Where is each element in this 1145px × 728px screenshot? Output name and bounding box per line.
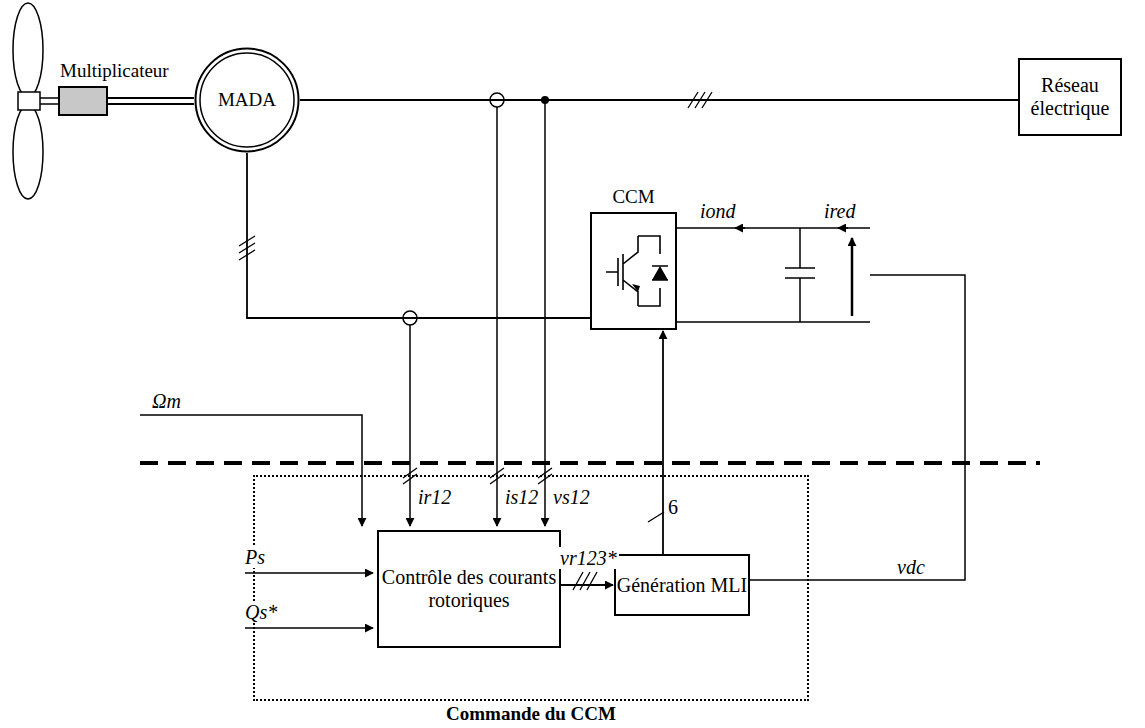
signal-name: is12: [503, 486, 540, 508]
dc-rail: [677, 228, 870, 322]
stator-ring: [196, 49, 299, 152]
signal-name: ired: [822, 200, 857, 222]
grid-box: Réseau électrique: [1018, 58, 1122, 136]
voltage-arrow: [851, 238, 854, 316]
node-label: MADA: [218, 89, 276, 111]
connector: [108, 98, 194, 104]
signal-name: vdc: [895, 556, 927, 578]
turbine-hub: [18, 92, 40, 110]
signal-wire: [245, 627, 373, 629]
separation-line: [140, 461, 1040, 465]
edge-label: 6: [666, 496, 680, 518]
edge-label: vr123*: [558, 547, 619, 569]
control-group: Commande du CCMContrôle des courants rot…: [253, 475, 809, 701]
igbt-symbol: [606, 236, 668, 306]
bus-ticks: [648, 512, 664, 522]
connector: [561, 584, 613, 586]
turbine-blade: [13, 105, 43, 199]
signal-name: Ps: [243, 546, 267, 568]
turbine-shaft: [40, 98, 58, 104]
process-box: Génération MLI: [614, 554, 750, 616]
signal-name: vs12: [551, 486, 592, 508]
converter-box: CCM: [590, 212, 677, 330]
signal-wire: [740, 275, 965, 580]
gearbox-box: Multiplicateur: [58, 86, 108, 116]
signal-name: Qs*: [243, 601, 279, 623]
connector: [300, 99, 1018, 101]
signal-wire: [140, 415, 362, 526]
process-box: Contrôle des courants rotoriques: [377, 530, 561, 648]
node-heading: CCM: [612, 186, 654, 208]
turbine-blade: [13, 3, 43, 97]
current-arrow: [838, 227, 848, 229]
igbt-symbol: [592, 214, 675, 328]
dc-capacitor: [785, 228, 815, 322]
current-arrow: [735, 227, 745, 229]
bus-ticks: [573, 572, 597, 590]
node-heading: Commande du CCM: [446, 703, 616, 725]
machine-circle: MADA: [194, 47, 300, 153]
node-label: Réseau électrique: [1020, 74, 1120, 120]
diode-symbol: [632, 266, 668, 292]
node-label: Génération MLI: [617, 574, 748, 597]
signal-name: iond: [698, 200, 738, 222]
signal-name: ir12: [416, 486, 453, 508]
signal-wire: [496, 107, 498, 526]
node-heading: Multiplicateur: [60, 60, 169, 82]
signal-name: Ωm: [150, 390, 183, 412]
signal-wire: [409, 325, 411, 526]
connector: [662, 331, 664, 554]
signal-wire: [245, 572, 373, 574]
connector: [247, 153, 590, 318]
rotor-ring: [200, 53, 294, 147]
node-label: Contrôle des courants rotoriques: [379, 566, 559, 612]
